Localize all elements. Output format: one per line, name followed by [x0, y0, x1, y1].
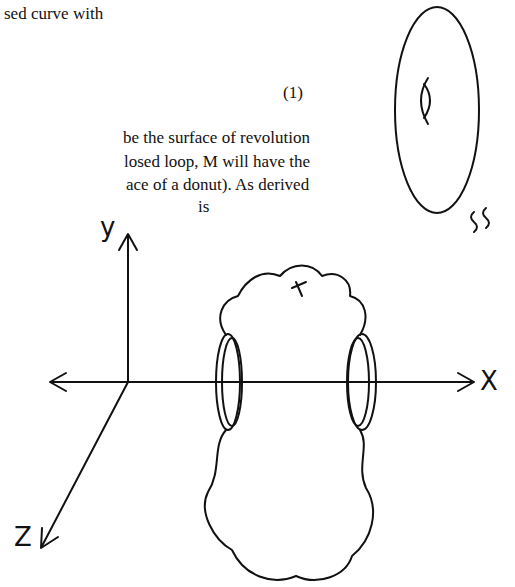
arrowhead [119, 234, 137, 250]
z-axis [42, 382, 128, 546]
text-fragment: ace of a donut). As derived [126, 175, 309, 195]
equation-number: (1) [283, 83, 303, 103]
surface-top [220, 266, 365, 336]
circle-of-revolution [216, 334, 240, 430]
torus-outline [395, 7, 479, 213]
y-axis [127, 236, 129, 382]
text-fragment: is [198, 197, 209, 217]
arrowhead [41, 528, 58, 548]
circle-of-revolution [347, 338, 369, 426]
equivalence-symbol [483, 208, 489, 228]
surface-bottom [205, 430, 373, 580]
equivalence-symbol [471, 212, 477, 232]
text-fragment: losed loop, M will have the [124, 152, 310, 172]
text-fragment: be the surface of revolution [123, 128, 310, 148]
arrowhead [50, 373, 66, 391]
axis-label: y [100, 212, 115, 242]
circle-of-revolution [222, 338, 242, 426]
axis-label: X [480, 366, 498, 396]
axis-label: Z [14, 522, 32, 552]
generating-curve-mark [292, 282, 306, 296]
arrowhead [458, 373, 474, 391]
circle-of-revolution [348, 334, 376, 430]
text-fragment: sed curve with [4, 4, 103, 24]
x-axis [52, 381, 472, 383]
torus-hole [424, 84, 430, 118]
